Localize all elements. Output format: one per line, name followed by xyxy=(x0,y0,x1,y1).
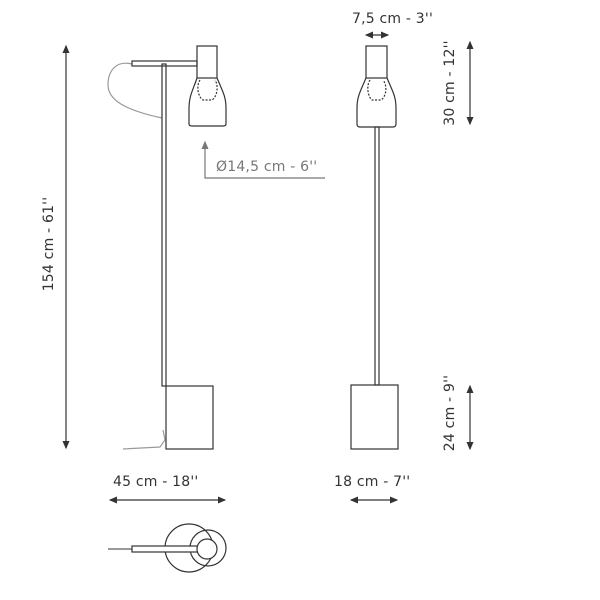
bulb xyxy=(197,79,218,101)
base-height-label: 24 cm - 9'' xyxy=(442,374,458,452)
head-width-label: 7,5 cm - 3'' xyxy=(352,11,434,27)
top-view xyxy=(108,523,227,573)
shade-diameter-label: Ø14,5 cm - 6'' xyxy=(216,159,318,175)
head-box xyxy=(365,45,388,79)
total-height-label: 154 cm - 61'' xyxy=(41,196,57,292)
front-view xyxy=(350,45,399,450)
cable-bottom xyxy=(122,429,166,450)
head-box xyxy=(196,45,218,79)
shade xyxy=(188,77,227,127)
pole xyxy=(374,126,380,386)
head-height-label: 30 cm - 12'' xyxy=(442,40,458,126)
bulb xyxy=(367,79,387,101)
side-width-label: 45 cm - 18'' xyxy=(113,474,199,490)
cable-top xyxy=(107,62,163,119)
arrow-shade-diameter xyxy=(201,140,325,179)
base xyxy=(165,385,214,450)
pole xyxy=(161,63,167,387)
side-view xyxy=(107,45,227,450)
front-width-label: 18 cm - 7'' xyxy=(334,474,411,490)
base xyxy=(350,384,399,450)
shade xyxy=(356,77,397,128)
